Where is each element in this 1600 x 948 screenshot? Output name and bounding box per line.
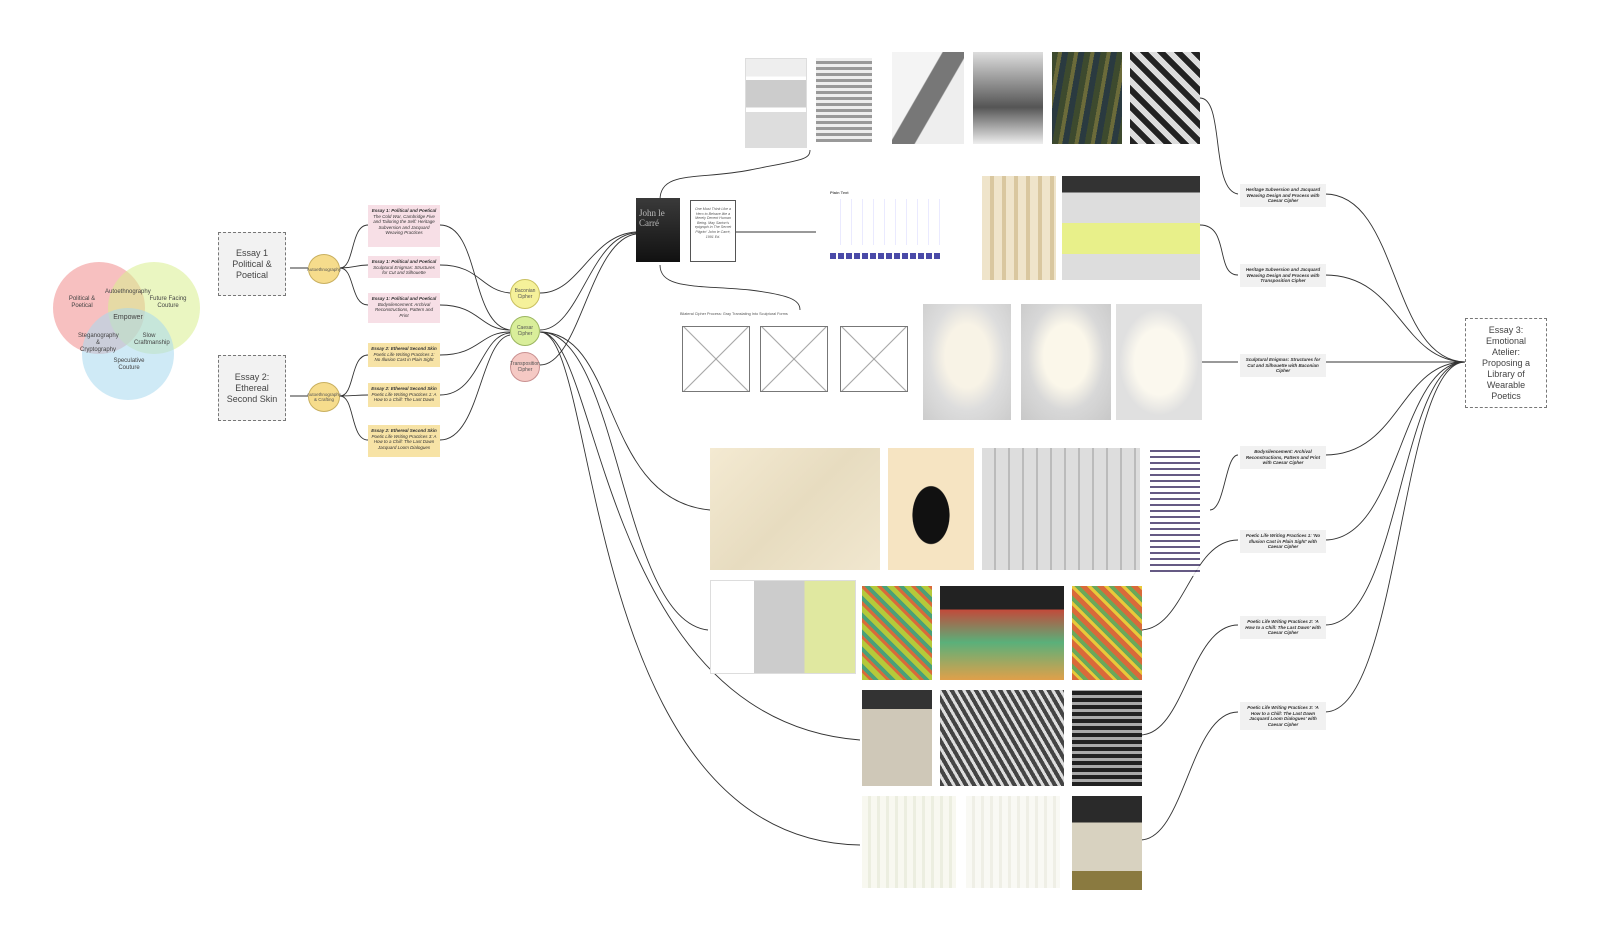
faded-pattern-2 [966,796,1060,888]
note-title: Essay 2: Ethereal Second Skin [371,428,437,433]
cipher-transposition: Transposition Cipher [510,352,540,382]
weaving-photo-1 [816,58,872,142]
right-label-5: Poetic Life Writing Practices 1: 'No Ill… [1240,530,1326,553]
colourful-loom-photo [940,586,1064,680]
weaving-sample-photo [892,52,964,144]
sculptural-doc-title: Bilateral Cipher Process: Gray Translati… [680,312,788,316]
note-title: Essay 1: Political and Poetical [371,208,437,213]
essay2-note-1: Essay 2: Ethereal Second Skin Poetic Lif… [368,343,440,367]
essay1-box: Essay 1 Political & Poetical [218,232,286,296]
venn-label-political: Political & Poetical [68,296,96,309]
note-body: Poetic Life Writing Practices 1: A How t… [371,391,437,403]
grey-loom-photo-1 [862,690,932,786]
essay2-note-3: Essay 2: Ethereal Second Skin Poetic Lif… [368,425,440,457]
pattern-drawing-2 [760,326,828,392]
note-body: Poetic Life Writing Practices 1: No Illu… [373,351,435,363]
note-body: Poetic Life Writing Practices 3: A How t… [371,433,437,450]
right-label-6: Poetic Life Writing Practices 2: 'A How … [1240,616,1326,639]
right-label-2: Heritage Subversion and Jacquard Weaving… [1240,264,1326,287]
note-body: The Cold War, Cambridge Five and Tailori… [373,213,435,236]
book-cover-image: John le Carré [636,198,680,262]
faded-pattern-1 [862,796,956,888]
note-title: Essay 2: Ethereal Second Skin [371,386,437,391]
cipher-baconian: Baconian Cipher [510,279,540,309]
venn-label-slow: Slow Craftmanship [134,333,170,346]
process-document-2 [710,580,856,674]
venn-label-autoethnography: Autoethnography [105,289,151,295]
green-fabric-photo [1052,52,1122,144]
process-document-1 [745,58,807,148]
colourful-jacquard-photo-2 [1072,586,1142,680]
loom-fabric-photo [1072,796,1142,890]
essay3-box: Essay 3: Emotional Atelier: Proposing a … [1465,318,1547,408]
white-dress-photo-1 [923,304,1011,420]
venn-label-steganography: Steganography & Cryptography [78,333,119,353]
note-title: Essay 1: Political and Poetical [371,296,437,301]
venn-diagram: Political & Poetical Future Facing Coutu… [50,258,210,408]
note-title: Essay 2: Ethereal Second Skin [371,346,437,351]
white-dress-photo-2 [1021,304,1111,420]
note-body: Sculptural Enigmas: Structures for Cut a… [373,264,435,276]
studio-wall-photo [982,448,1140,570]
pattern-drawing-1 [682,326,750,392]
essay1-note-2: Essay 1: Political and Poetical Sculptur… [368,256,440,278]
venn-circle-speculative [82,308,174,400]
white-dress-photo-3 [1116,304,1202,420]
note-body: Bodysilencement: Archival Reconstruction… [374,301,434,318]
cipher-table-footer [830,253,940,259]
cipher-table-title: Plain Text [830,190,849,195]
right-label-4: Bodysilencement: Archival Reconstruction… [1240,446,1326,469]
venn-label-speculative: Speculative Couture [113,358,145,371]
cipher-table-document: Plain Text [830,190,950,276]
note-title: Essay 1: Political and Poetical [371,259,437,264]
colourful-jacquard-photo-1 [862,586,932,680]
book-quote-card: One Must Think Like a Hero to Behave lik… [690,200,736,262]
right-label-1: Heritage Subversion and Jacquard Weaving… [1240,184,1326,207]
loom-yellow-fabric-photo [1062,176,1200,280]
grey-loom-photo-3 [1072,690,1142,786]
patterned-dress-illustration [1150,448,1200,576]
essay1-note-1: Essay 1: Political and Poetical The Cold… [368,205,440,247]
archival-patterns-photo [710,448,880,570]
right-label-7: Poetic Life Writing Practices 3: 'A How … [1240,702,1326,730]
book-cover-text: John le Carré [639,208,665,228]
essay2-note-2: Essay 2: Ethereal Second Skin Poetic Lif… [368,383,440,407]
method-node-autoethnography: Autoethnography [307,254,341,284]
cream-jacquard-photo [982,176,1056,280]
venn-label-future: Future Facing Couture [149,296,187,309]
pattern-drawing-3 [840,326,908,392]
essay1-note-3: Essay 1: Political and Poetical Bodysile… [368,293,440,323]
cipher-table-grid [830,199,950,245]
grey-loom-photo-2 [940,690,1064,786]
mannequin-scarf-photo [973,52,1043,144]
cipher-caesar: Caesar Cipher [510,316,540,346]
book-quote-text: One Must Think Like a Hero to Behave lik… [694,207,732,239]
black-white-jacquard-photo [1130,52,1200,144]
venn-label-empower: Empower [113,314,143,321]
method-node-crafting: Autoethnography & Crafting [307,382,341,412]
cape-illustration [888,448,974,570]
essay2-box: Essay 2: Ethereal Second Skin [218,355,286,421]
right-label-3: Sculptural Enigmas: Structures for Cut a… [1240,354,1326,377]
